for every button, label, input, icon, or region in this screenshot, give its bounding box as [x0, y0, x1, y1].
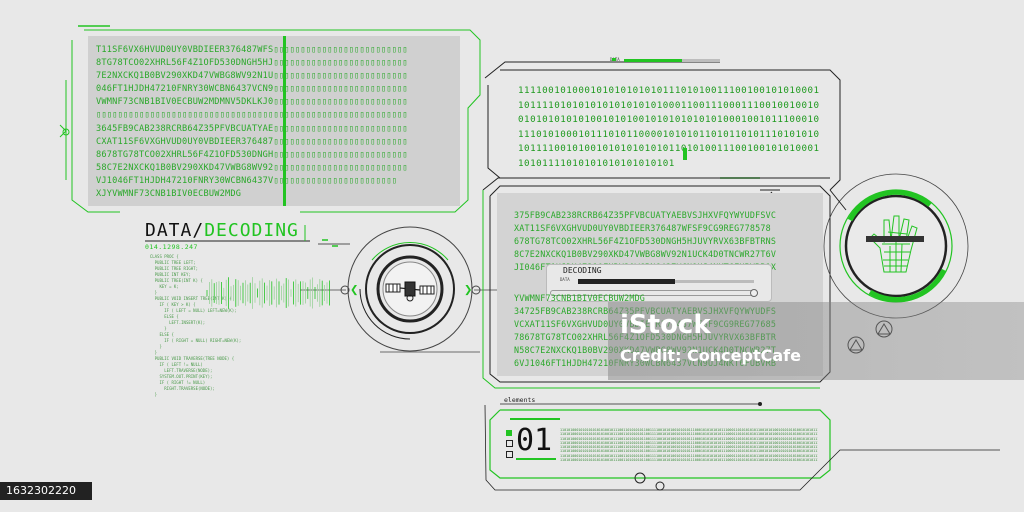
source-code-line: } [145, 392, 158, 397]
code-line: XJYVWMNF73CNB1BIV0ECBUW2MDG [96, 189, 242, 200]
code-line: 58C7E2NXCKQ1B0BV290XKD47VWBG8WV92▯▯▯▯▯▯▯… [96, 162, 408, 173]
image-id: 1632302220 [6, 484, 76, 497]
binary-line: 1110101000101110101100001010101101011010… [518, 128, 820, 140]
micro-binary-row: 1101010001010101010101001011100110101010… [560, 436, 818, 441]
code-line: CXAT11SF6VXGHVUD0UY0VBDIEER376487▯▯▯▯▯▯▯… [96, 136, 408, 147]
source-code-line: LEFT.INSERT(K); [145, 320, 206, 325]
decode-line: 375FB9CAB238RCRB64Z35PFVBCUATYAEBVSJHXVF… [514, 210, 777, 220]
code-line: VWMNF73CNB1BIV0ECBUW2MDMNV5DKLKJ0▯▯▯▯▯▯▯… [96, 97, 408, 108]
binary-line: 1011110101010101010101010001100111000111… [518, 99, 820, 111]
elements-bar [510, 418, 560, 420]
source-code-line: PUBLIC INT KEY; [145, 272, 191, 277]
source-code-line: PUBLIC VOID TRAVERSE(TREE NODE) { [145, 356, 235, 361]
waveform-graphic [206, 277, 330, 309]
code-panel [88, 36, 460, 206]
source-code-line: IF ( RIGHT != NULL) [145, 380, 206, 385]
source-code-line: } [145, 326, 167, 331]
decoding-label: DECODING [560, 266, 605, 275]
code-line: VJ1046FT1HJDH47210FNRY30WCBN6437V▯▯▯▯▯▯▯… [96, 175, 397, 186]
micro-binary-row: 1101010001010101010101001011100110101010… [560, 432, 818, 437]
elements-number-underline [516, 458, 556, 460]
binary-line: 0101010101010010101001010101010101000100… [518, 114, 820, 125]
code-line: 046FT1HJDH47210FNRY30WCBN6437VCN9▯▯▯▯▯▯▯… [96, 84, 408, 95]
source-code-line: CLASS PROC { [145, 254, 179, 259]
decode-line: 8C7E2NXCKQ1B0BV290XKD47VWBG8WV92N1UCK4D0… [514, 249, 777, 259]
micro-binary-row: 1101010001010101010101001011100110101010… [560, 449, 818, 454]
source-code-line: LEFT.TRAVERSE(NODE); [145, 368, 213, 373]
decode-progress-label: DATA [560, 277, 570, 282]
binary-line: 1011110010100101010101010110101001110010… [518, 143, 820, 154]
checkbox-1[interactable] [506, 430, 512, 436]
source-code-line: IF ( RIGHT = NULL) RIGHT=NEW(K); [145, 338, 242, 343]
text-cursor [683, 148, 687, 160]
micro-binary-row: 1101010001010101010101001011100110101010… [560, 445, 818, 450]
checkbox-2[interactable] [506, 440, 513, 447]
code-panel-divider [283, 36, 286, 206]
source-code-line: } [145, 344, 162, 349]
source-code-line: IF ( KEY > K) { [145, 302, 196, 307]
binary-line: 10101111010101010101010101 [518, 157, 675, 169]
title-slash: / [192, 220, 205, 241]
arrow-left-icon[interactable]: ❮ [350, 282, 359, 298]
hand-scan-icon [866, 215, 924, 273]
source-code-line: } [145, 290, 158, 295]
source-code-line: IF ( LEFT = NULL) LEFT=NEW(K); [145, 308, 237, 313]
code-panel-text: T11SF6VX6HVUD0UY0VBDIEER376487WFS▯▯▯▯▯▯▯… [96, 44, 456, 204]
watermark-brand: iStock [620, 310, 711, 340]
decode-line: 678TG78TCO02XHRL56F4Z1OFD530DNGH5HJUVYRV… [514, 236, 777, 246]
top-progress: DATA [610, 57, 720, 64]
source-code-line: PUBLIC TREE(INT K) { [145, 278, 203, 283]
decode-progress-fill [578, 279, 675, 284]
decode-slider-knob[interactable] [750, 289, 758, 297]
checkbox-3[interactable] [506, 451, 513, 458]
code-line: 7E2NXCKQ1B0BV290XKD47VWBG8WV92N1U▯▯▯▯▯▯▯… [96, 71, 408, 82]
source-code-line: RIGHT.TRAVERSE(NODE); [145, 386, 215, 391]
source-code-line: KEY = K; [145, 284, 179, 289]
elements-number: 01 [516, 423, 553, 458]
micro-binary-row: 1101010001010101010101001011100110101010… [560, 453, 818, 458]
code-line: 8678TG78TCO02XHRL56F4Z1OFD530DNGH▯▯▯▯▯▯▯… [96, 149, 408, 160]
decode-line: XAT11SF6VXGHVUD0UY0VBDIEER376487WFSF9CG9… [514, 223, 771, 233]
elements-checkboxes [506, 430, 513, 458]
source-code-line: ELSE { [145, 314, 179, 319]
title-decoding: DECODING [204, 220, 299, 241]
arrow-right-icon[interactable]: ❯ [464, 282, 473, 298]
title-subtext: 014.1298.247 [145, 243, 198, 251]
decode-progress: DATA [560, 277, 756, 286]
source-code-line: PUBLIC VOID INSERT TREE(INT K) { [145, 296, 232, 301]
source-code-line: ELSE { [145, 332, 174, 337]
image-id-badge [0, 482, 92, 500]
elements-label: elements [504, 396, 536, 404]
source-code-line: } [145, 350, 158, 355]
top-progress-label: DATA [610, 57, 620, 62]
satellite-icon [385, 281, 435, 302]
page-title: DATA/DECODING [145, 220, 299, 241]
source-code-snippet: CLASS PROC { PUBLIC TREE LEFT; PUBLIC TR… [145, 254, 255, 404]
decode-line: YVWMNF73CNB1BIV0ECBUW2MDG [514, 293, 646, 303]
watermark-overlay [608, 302, 1024, 380]
binary-readout: 1111001010001010101010101110101001110010… [518, 84, 828, 174]
code-line: T11SF6VX6HVUD0UY0VBDIEER376487WFS▯▯▯▯▯▯▯… [96, 45, 408, 55]
source-code-line: SYSTEM.OUT.PRINT(KEY); [145, 374, 213, 379]
watermark-credit: Credit: ConceptCafe [620, 346, 801, 365]
binary-line: 1111001010001010101010101110101001110010… [518, 85, 820, 96]
source-code-line: IF ( LEFT != NULL) [145, 362, 203, 367]
title-data: DATA [145, 220, 193, 241]
code-line: 3645FB9CAB238RCRB64Z35PFVBCUATYAE▯▯▯▯▯▯▯… [96, 123, 408, 134]
source-code-line: PUBLIC TREE LEFT; [145, 260, 196, 265]
elements-micro-binary: 1101010001010101010101001011100110101010… [560, 428, 818, 464]
micro-binary-row: 1101010001010101010101001011100110101010… [560, 440, 818, 445]
source-code-line: PUBLIC TREE RIGHT; [145, 266, 198, 271]
code-line: 8TG78TCO02XHRL56F4Z1OFD530DNGH5HJ▯▯▯▯▯▯▯… [96, 58, 408, 69]
code-line: ▯▯▯▯▯▯▯▯▯▯▯▯▯▯▯▯▯▯▯▯▯▯▯▯▯▯▯▯▯▯▯▯▯▯▯▯▯▯▯▯… [96, 110, 408, 121]
top-progress-fill [624, 59, 682, 62]
micro-binary-row: 1101010001010101010101001011100110101010… [560, 458, 818, 463]
micro-binary-row: 1101010001010101010101001011100110101010… [560, 428, 818, 432]
